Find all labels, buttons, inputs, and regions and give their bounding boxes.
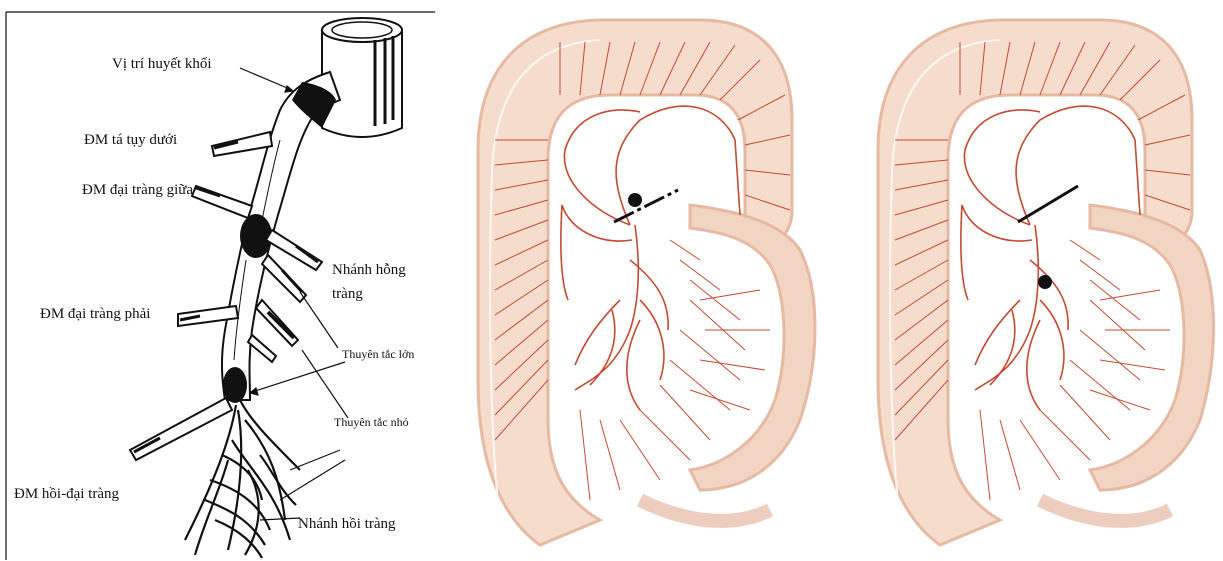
sma-occlusion-diagram: Vị trí huyết khối ĐM tá tụy dưới ĐM đại … (6, 12, 435, 560)
colon-diagram-proximal-occlusion (478, 20, 815, 545)
branch-inferior-pancreaticoduodenal (212, 132, 272, 156)
small-bowel-loop (690, 205, 815, 490)
colon-diagram-distal-occlusion (878, 20, 1214, 545)
branch-middle-colic (192, 186, 252, 218)
mesenteric-arcades (561, 106, 740, 410)
branch-ileocolic (130, 398, 232, 460)
label-ileocolic-artery: ĐM hồi-đại tràng (14, 486, 119, 502)
label-right-colic-artery: ĐM đại tràng phải (40, 306, 150, 322)
label-jejunal-branch-line1: Nhánh hỗng (332, 262, 406, 278)
occlusion-line (614, 190, 678, 222)
label-jejunal-branch-line2: tràng (332, 286, 363, 302)
label-thrombus-site: Vị trí huyết khối (112, 56, 212, 72)
aorta-cylinder (322, 18, 402, 137)
label-large-embolus: Thuyên tắc lớn (342, 347, 414, 361)
small-bowel-loop (1090, 205, 1214, 490)
label-inferior-pancreaticoduodenal-artery: ĐM tá tụy dưới (84, 132, 177, 148)
large-embolus-mass (240, 214, 272, 258)
occlusion-dot (628, 193, 642, 207)
label-ileal-branch: Nhánh hồi tràng (298, 516, 396, 532)
mesenteric-arcades (961, 106, 1140, 410)
label-small-embolus: Thuyên tắc nhỏ (334, 415, 409, 429)
occlusion-dot (1038, 275, 1052, 289)
label-middle-colic-artery: ĐM đại tràng giữa (82, 182, 193, 198)
occlusion-line (1018, 186, 1078, 222)
